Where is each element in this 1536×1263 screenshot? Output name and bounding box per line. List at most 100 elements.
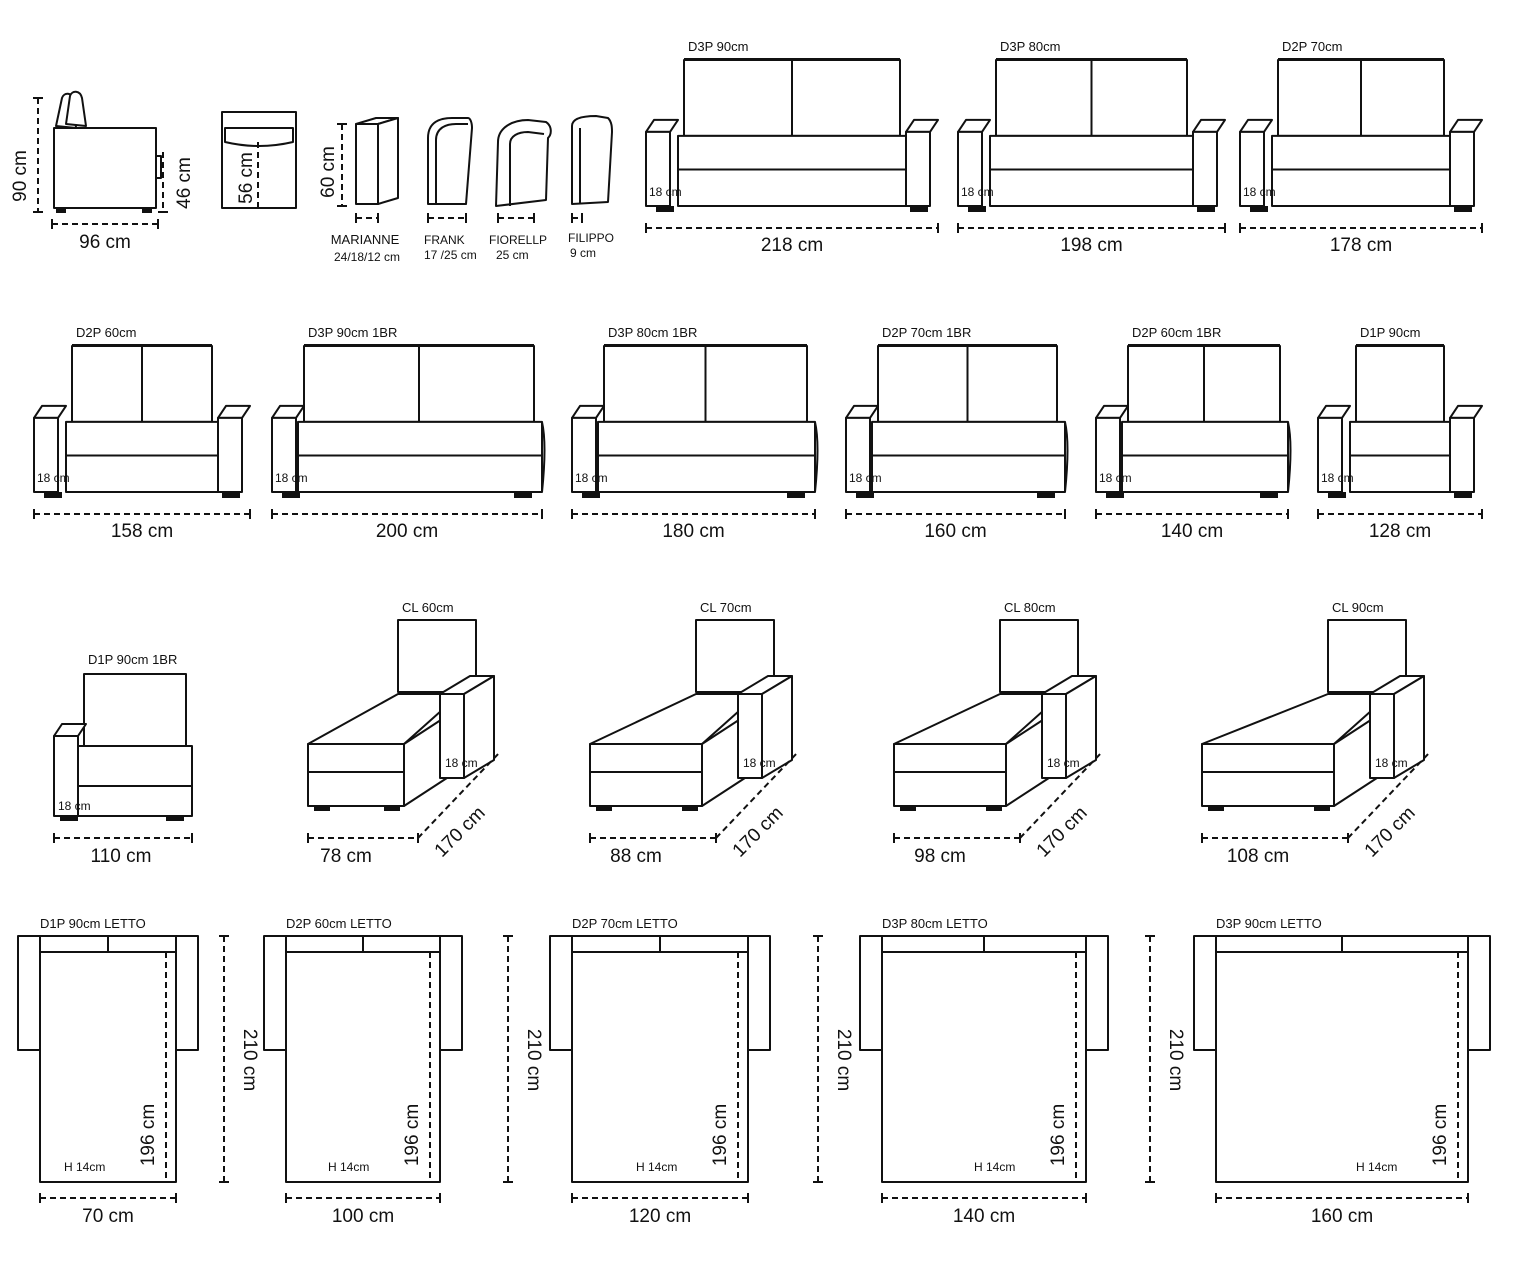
armrest-top	[53, 723, 87, 737]
sofa-model-label: D1P 90cm	[1360, 325, 1420, 340]
mattress-thickness-label: H 14cm	[974, 1160, 1015, 1174]
sofa-base	[871, 454, 1066, 494]
bed-width-label: 100 cm	[332, 1206, 394, 1227]
armrest-height-label: 60 cm	[318, 146, 339, 198]
armrest	[1192, 130, 1218, 207]
seat-cushion	[597, 420, 816, 457]
mattress-thickness-label: H 14cm	[1356, 1160, 1397, 1174]
chaise-model-label: CL 90cm	[1332, 600, 1384, 615]
seat-front	[893, 743, 1007, 773]
mattress	[39, 951, 177, 1183]
chaise-width-label: 78 cm	[320, 846, 372, 867]
mattress	[1215, 951, 1469, 1183]
sofa-model-label: D3P 80cm	[1000, 39, 1060, 54]
seat-cushion	[871, 420, 1066, 457]
chaise-width-label: 88 cm	[610, 846, 662, 867]
bed-model-label: D3P 90cm LETTO	[1216, 916, 1322, 931]
sofa-width-label: 200 cm	[376, 521, 438, 542]
sofa-foot	[1454, 206, 1472, 212]
seat-cushion	[677, 134, 907, 171]
sofa-foot	[900, 806, 916, 811]
seat-cushion	[989, 134, 1194, 171]
bed-model-label: D1P 90cm LETTO	[40, 916, 146, 931]
mattress	[881, 951, 1087, 1183]
sofa-model-label: D2P 70cm	[1282, 39, 1342, 54]
bed-length-label: 210 cm	[833, 1029, 854, 1091]
base-front	[589, 771, 703, 807]
armrest-marianne-size: 24/18/12 cm	[334, 250, 400, 264]
sofa-width-label: 140 cm	[1161, 521, 1223, 542]
armrest-top	[1095, 404, 1129, 419]
bed-width-label: 160 cm	[1311, 1206, 1373, 1227]
chaise-model-label: CL 70cm	[700, 600, 752, 615]
armrest	[17, 935, 41, 1051]
sofa-foot	[787, 492, 805, 498]
sofa-base	[1349, 454, 1451, 494]
seat-front	[307, 743, 405, 773]
armrest-top	[1449, 404, 1483, 419]
sofa-width-label: 180 cm	[662, 521, 724, 542]
sofa-foot	[166, 815, 184, 821]
chaise-width-label: 98 cm	[914, 846, 966, 867]
open-side-curve	[1064, 421, 1069, 493]
arm-width-note: 18 cm	[275, 471, 308, 485]
chaise-width-label: 108 cm	[1227, 846, 1289, 867]
bed-length-label: 210 cm	[523, 1029, 544, 1091]
sofa-foot	[910, 206, 928, 212]
armrest	[1449, 130, 1475, 207]
armrest	[263, 935, 287, 1051]
armrest	[859, 935, 883, 1051]
open-side-curve	[1287, 421, 1292, 493]
top-inner-label: 56 cm	[236, 152, 257, 204]
armrest	[905, 130, 931, 207]
sofa-model-label: D2P 60cm	[76, 325, 136, 340]
armrest-top	[1449, 118, 1483, 133]
chaise-depth-label: 170 cm	[1033, 803, 1092, 862]
mattress-length-label: 196 cm	[1048, 1104, 1069, 1166]
mattress-thickness-label: H 14cm	[328, 1160, 369, 1174]
arm-width-note: 18 cm	[1099, 471, 1132, 485]
sofa-width-label: 158 cm	[111, 521, 173, 542]
open-side-curve	[814, 421, 819, 493]
arm-width-note: 18 cm	[445, 756, 478, 770]
sofa-foot	[656, 206, 674, 212]
armrest-dimensions: 60 cm	[318, 123, 583, 223]
sofa-foot	[682, 806, 698, 811]
armrest-frank-name: FRANK	[424, 233, 465, 247]
side-height-label: 90 cm	[10, 150, 31, 202]
base-front	[307, 771, 405, 807]
sofa-width-label: 110 cm	[91, 846, 152, 867]
bed-width-label: 120 cm	[629, 1206, 691, 1227]
sofa-foot	[314, 806, 330, 811]
arm-width-note: 18 cm	[1047, 756, 1080, 770]
seat-cushion	[297, 420, 543, 457]
armrest	[571, 416, 597, 494]
armrest	[747, 935, 771, 1051]
armrest-frank	[427, 117, 473, 205]
armrest	[1449, 416, 1475, 494]
mattress-length-label: 196 cm	[710, 1104, 731, 1166]
seat-cushion	[75, 745, 193, 787]
armrest-side	[1393, 675, 1425, 779]
armrest	[1095, 416, 1121, 494]
mattress-thickness-label: H 14cm	[636, 1160, 677, 1174]
armrest	[439, 935, 463, 1051]
seat-front	[589, 743, 703, 773]
sofa-base	[297, 454, 543, 494]
sofa-foot	[384, 806, 400, 811]
base-front	[1201, 771, 1335, 807]
armrest	[175, 935, 199, 1051]
armrest-top	[1239, 118, 1273, 133]
sofa-base	[65, 454, 219, 494]
sofa-base	[75, 785, 193, 817]
sofa-model-label: D3P 90cm	[688, 39, 748, 54]
